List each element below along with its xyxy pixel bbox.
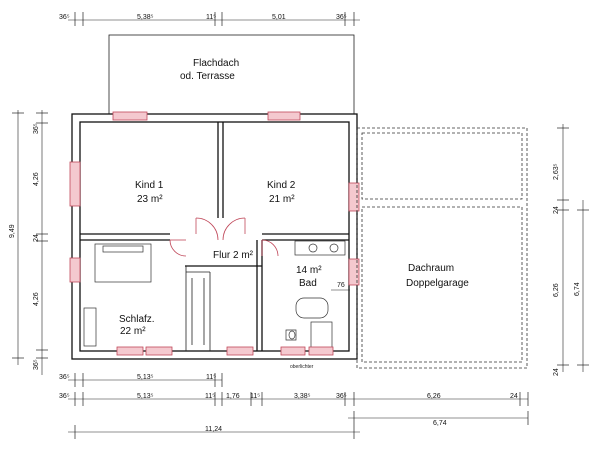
kind1-label: Kind 1 (135, 180, 164, 191)
bad-label: Bad (299, 278, 317, 289)
bathroom-fixtures: 76 (285, 240, 350, 349)
bottom2-dim-1: 36⁵ (59, 393, 70, 400)
oberlichter-label: oberlichter (290, 364, 314, 370)
bedroom-furniture (83, 243, 152, 347)
left-dim-3: 24 (33, 234, 40, 242)
outer-wall-inner (79, 121, 350, 352)
bottom2-dim-7: 36⁵ (336, 393, 347, 400)
garage-label-1: Dachraum (408, 263, 454, 274)
bottom1-dim-2: 5,13⁵ (137, 374, 154, 381)
bath-dim-label: 76 (337, 282, 345, 289)
top-dim-4: 5,01 (272, 14, 286, 21)
bottom3-dim-2: 11,24 (205, 426, 222, 433)
bottom2-dim-2: 5,13⁵ (137, 393, 154, 400)
schlaf-area: 22 m² (120, 326, 146, 337)
bottom2-dim-6: 3,38⁵ (294, 393, 311, 400)
top-dimension-chain: 36⁵ 5,38⁵ 11⁵ 5,01 36⁵ (59, 12, 360, 26)
garage-outline (356, 127, 528, 369)
top-dim-5: 36⁵ (336, 14, 347, 21)
right-dim-2: 24 (553, 206, 560, 214)
left-dim-total: 9,49 (9, 224, 16, 238)
right-dim-total: 6,74 (574, 282, 581, 296)
right-dim-4: 24 (553, 368, 560, 376)
top-dim-2: 5,38⁵ (137, 14, 154, 21)
right-dim-3: 6,26 (553, 283, 560, 297)
terrace-label-1: Flachdach (193, 58, 239, 69)
flur-label: Flur 2 m² (213, 250, 254, 261)
right-dim-1: 2,63⁵ (553, 163, 560, 180)
bottom1-dim-1: 36⁵ (59, 374, 70, 381)
right-dimension-chain: 2,63⁵ 24 6,26 24 6,74 (553, 124, 589, 376)
bottom2-dim-8: 6,26 (427, 393, 441, 400)
bottom2-dim-5: 11⁵ (250, 393, 260, 400)
windows (69, 111, 360, 356)
schlaf-label: Schlafz. (119, 314, 155, 325)
interior-walls (80, 122, 349, 351)
left-dim-2: 4,26 (33, 172, 40, 186)
top-dim-3: 11⁵ (206, 14, 216, 21)
left-dimension-chain: 9,49 36⁵ 4,26 24 4,26 36⁵ (9, 110, 48, 375)
bottom1-dim-3: 11⁵ (206, 374, 216, 381)
bottom3-dim-1: 6,74 (433, 420, 447, 427)
top-dim-1: 36⁵ (59, 14, 70, 21)
door-swings (169, 217, 279, 257)
bottom2-dim-9: 24 (510, 393, 518, 400)
terrace-label-2: od. Terrasse (180, 71, 235, 82)
kind2-label: Kind 2 (267, 180, 296, 191)
bottom-dimension-chain-2: 36⁵ 5,13⁵ 11⁵ 1,76 11⁵ 3,38⁵ 36⁵ 6,26 24 (59, 392, 529, 406)
bottom-dimension-chain-1: 36⁵ 5,13⁵ 11⁵ (59, 373, 223, 387)
kind1-area: 23 m² (137, 194, 163, 205)
bad-area: 14 m² (296, 265, 322, 276)
left-dim-1: 36⁵ (33, 123, 40, 134)
kind2-area: 21 m² (269, 194, 295, 205)
bottom-dimension-chain-3: 6,74 11,24 (68, 411, 529, 439)
left-dim-5: 36⁵ (33, 359, 40, 370)
stair-lines (186, 271, 210, 345)
bottom2-dim-4: 1,76 (226, 393, 240, 400)
bottom2-dim-3: 11⁵ (205, 393, 215, 400)
left-dim-4: 4,26 (33, 292, 40, 306)
garage-label-2: Doppelgarage (406, 278, 469, 289)
